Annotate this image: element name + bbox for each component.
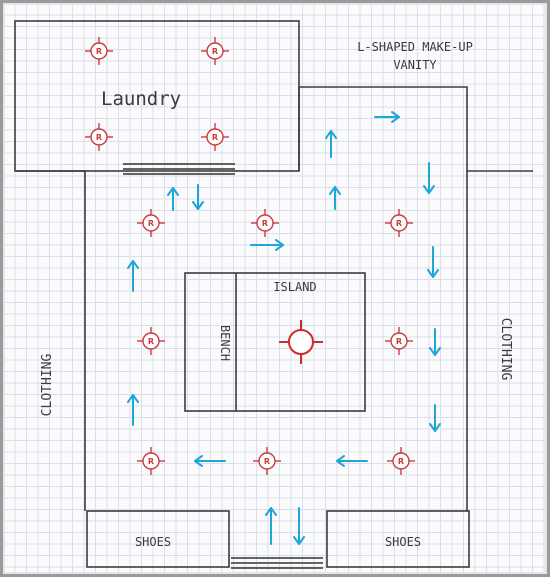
light-marker-label: R xyxy=(96,47,102,56)
laundry-door xyxy=(123,163,235,175)
recessed-light-icon: R xyxy=(387,447,415,475)
vanity-label-line2: VANITY xyxy=(393,58,437,72)
light-marker-label: R xyxy=(212,133,218,142)
laundry-label: Laundry xyxy=(101,88,181,110)
shoes-left-label: SHOES xyxy=(135,535,171,549)
light-marker-label: R xyxy=(148,457,154,466)
shoes-right-label: SHOES xyxy=(385,535,421,549)
flow-arrow-icon xyxy=(427,246,439,278)
island-label: ISLAND xyxy=(273,280,316,294)
recessed-light-icon: R xyxy=(137,327,165,355)
recessed-light-icon: R xyxy=(385,209,413,237)
recessed-lights: R R R R R R R R R R R R xyxy=(85,37,415,475)
flow-arrow-icon xyxy=(325,130,337,158)
recessed-light-icon: R xyxy=(201,123,229,151)
flow-arrow-icon xyxy=(429,404,441,432)
light-marker-label: R xyxy=(148,337,154,346)
recessed-light-icon: R xyxy=(137,209,165,237)
light-marker-label: R xyxy=(396,219,402,228)
entry-door xyxy=(231,557,323,569)
light-marker-label: R xyxy=(398,457,404,466)
flow-arrow-icon xyxy=(167,187,179,211)
right-shoes-cabinet xyxy=(326,510,470,568)
island-outline xyxy=(184,272,366,412)
light-marker-label: R xyxy=(262,219,268,228)
left-clothing-wall xyxy=(15,170,86,511)
floor-plan-drawing: Laundry L-SHAPED MAKE-UP VANITY ISLAND B… xyxy=(14,20,533,569)
vanity-wall xyxy=(298,86,533,172)
flow-arrow-icon xyxy=(194,455,226,467)
flow-arrow-icon xyxy=(293,507,305,545)
flow-arrow-icon xyxy=(265,507,277,545)
recessed-light-icon: R xyxy=(201,37,229,65)
recessed-light-icon: R xyxy=(251,209,279,237)
recessed-light-icon: R xyxy=(85,123,113,151)
left-shoes-cabinet xyxy=(86,510,230,568)
light-marker-label: R xyxy=(96,133,102,142)
flow-arrow-icon xyxy=(423,162,435,194)
clothing-right-label: CLOTHING xyxy=(498,318,513,381)
bench-label: BENCH xyxy=(218,325,232,361)
recessed-light-icon: R xyxy=(137,447,165,475)
flow-arrow-icon xyxy=(192,184,204,210)
flow-arrow-icon xyxy=(336,455,368,467)
flow-arrow-icon xyxy=(250,239,284,251)
flow-arrow-icon xyxy=(429,328,441,356)
vanity-label-line1: L-SHAPED MAKE-UP xyxy=(357,40,473,54)
clothing-left-label: CLOTHING xyxy=(40,354,55,417)
recessed-light-icon: R xyxy=(253,447,281,475)
flow-arrow-icon xyxy=(374,111,400,123)
traffic-flow-arrows xyxy=(127,111,441,545)
light-marker-label: R xyxy=(264,457,270,466)
light-marker-label: R xyxy=(148,219,154,228)
pendant-light-icon xyxy=(279,320,323,364)
walls xyxy=(14,20,533,568)
flow-arrow-icon xyxy=(329,186,341,210)
light-marker-label: R xyxy=(396,337,402,346)
recessed-light-icon: R xyxy=(85,37,113,65)
recessed-light-icon: R xyxy=(385,327,413,355)
flow-arrow-icon xyxy=(127,260,139,292)
light-marker-label: R xyxy=(212,47,218,56)
flow-arrow-icon xyxy=(127,394,139,426)
